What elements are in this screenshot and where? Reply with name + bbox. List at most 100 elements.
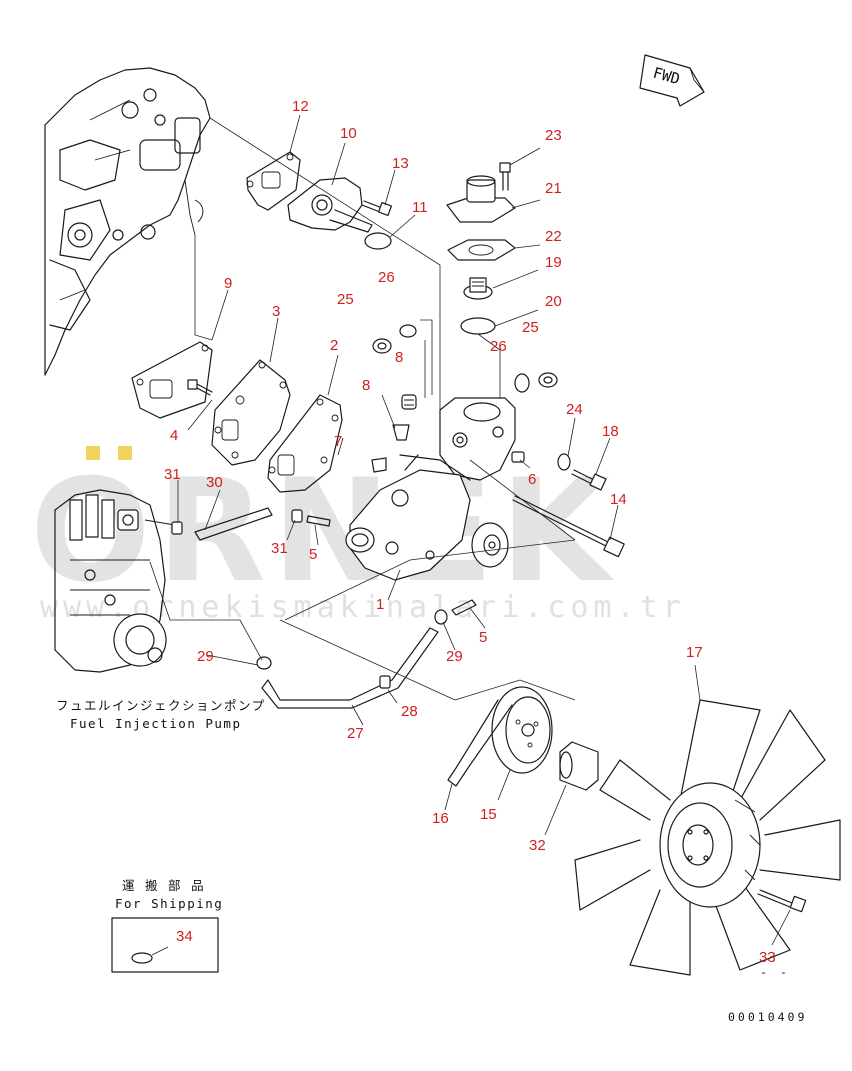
- hose-30: [194, 507, 273, 541]
- callout-17: 17: [686, 644, 703, 661]
- o-ring-11: [364, 232, 392, 250]
- seal-26b: [514, 373, 530, 393]
- plug-7: [371, 457, 387, 473]
- gasket-22: [447, 239, 516, 261]
- callout-29a: 29: [197, 648, 214, 665]
- plug-25a: [372, 338, 392, 354]
- callout-3: 3: [272, 303, 280, 320]
- bolt-23: [499, 162, 511, 191]
- watermark-brand: ORNEK: [30, 449, 616, 614]
- callout-25a: 25: [337, 291, 354, 308]
- dash-marks: - -: [760, 965, 790, 979]
- clamp-31a: [171, 521, 183, 535]
- caption-shipping-english: For Shipping: [115, 896, 223, 911]
- o-ring-20: [460, 317, 496, 335]
- thermostat-housing: [439, 397, 516, 481]
- caption-shipping-japanese: 運 搬 部 品: [122, 878, 205, 893]
- callout-9: 9: [224, 275, 232, 292]
- thermostat-19: [463, 277, 493, 300]
- callout-5b: 5: [479, 629, 487, 646]
- callout-20: 20: [545, 293, 562, 310]
- seal-26a: [399, 324, 417, 338]
- callout-1: 1: [376, 596, 384, 613]
- callout-4: 4: [170, 427, 178, 444]
- leader-lines: [149, 114, 791, 956]
- callout-21: 21: [545, 180, 562, 197]
- callout-34: 34: [176, 928, 193, 945]
- watermark-accent-dot: [118, 446, 132, 460]
- callout-22: 22: [545, 228, 562, 245]
- callout-5a: 5: [309, 546, 317, 563]
- fwd-direction-arrow: FWD: [639, 54, 705, 107]
- callout-8b: 8: [362, 377, 370, 394]
- pipe-27: [261, 627, 439, 709]
- bolt-18: [571, 469, 607, 491]
- caption-pump-english: Fuel Injection Pump: [70, 716, 242, 731]
- plug-25b: [538, 372, 558, 388]
- callout-29b: 29: [446, 648, 463, 665]
- watermark-accent-dot: [86, 446, 100, 460]
- callout-14: 14: [610, 491, 627, 508]
- clamp-29b: [434, 609, 448, 625]
- callout-15: 15: [480, 806, 497, 823]
- callout-16: 16: [432, 810, 449, 827]
- callout-30: 30: [206, 474, 223, 491]
- callout-19: 19: [545, 254, 562, 271]
- callout-28: 28: [401, 703, 418, 720]
- callout-7: 7: [334, 433, 342, 450]
- callout-numbers: 12 10 13 11 23 21 22 19 20 25 26 26 25 8…: [164, 98, 776, 966]
- callout-32: 32: [529, 837, 546, 854]
- pulley-15: [491, 686, 553, 774]
- callout-31a: 31: [164, 466, 181, 483]
- shipping-parts-box: [111, 917, 219, 973]
- watermark: ORNEK www.ornekismakinalari.com.tr: [30, 446, 681, 625]
- callout-10: 10: [340, 125, 357, 142]
- callout-18: 18: [602, 423, 619, 440]
- clamp-31b: [291, 509, 303, 523]
- callout-6: 6: [528, 471, 536, 488]
- clip-28: [379, 675, 391, 689]
- pipe-5b: [451, 599, 477, 616]
- bolt-14: [512, 495, 625, 558]
- callout-33: 33: [759, 949, 776, 966]
- thermostat-cover-21: [446, 175, 516, 223]
- callout-2: 2: [330, 337, 338, 354]
- gasket-2: [267, 394, 343, 493]
- bolt-4: [187, 379, 213, 396]
- spacer-32: [559, 741, 599, 791]
- bolt-33: [757, 889, 807, 913]
- callout-26b: 26: [490, 338, 507, 355]
- plug-8a: [401, 394, 417, 410]
- caption-pump-japanese: フュエルインジェクションポンプ: [56, 698, 266, 713]
- engine-block-illustration: [44, 67, 211, 376]
- callout-27: 27: [347, 725, 364, 742]
- cover-plate-3: [211, 359, 291, 466]
- water-pump-body-1: [345, 454, 471, 581]
- callout-23: 23: [545, 127, 562, 144]
- cooling-fan-17: [574, 699, 841, 976]
- callout-13: 13: [392, 155, 409, 172]
- pump-pulley-hub: [471, 522, 509, 568]
- callout-11: 11: [412, 199, 428, 216]
- pipe-5a: [306, 515, 331, 527]
- callout-25b: 25: [522, 319, 539, 336]
- fuel-injection-pump-illustration: [54, 489, 176, 673]
- callout-12: 12: [292, 98, 309, 115]
- callout-8a: 8: [395, 349, 403, 366]
- gasket-12: [246, 151, 301, 211]
- v-belt-16: [447, 699, 513, 787]
- document-number: 00010409: [728, 1010, 807, 1024]
- washer-34: [131, 952, 153, 964]
- gasket-9: [131, 341, 213, 419]
- clamp-29a: [256, 656, 272, 670]
- water-outlet-10: [287, 177, 373, 233]
- callout-31b: 31: [271, 540, 288, 557]
- callout-24: 24: [566, 401, 583, 418]
- bolt-13: [361, 200, 393, 217]
- washer-24: [557, 453, 571, 471]
- plug-8b: [392, 424, 410, 441]
- callout-26a: 26: [378, 269, 395, 286]
- bolt-6: [511, 451, 525, 463]
